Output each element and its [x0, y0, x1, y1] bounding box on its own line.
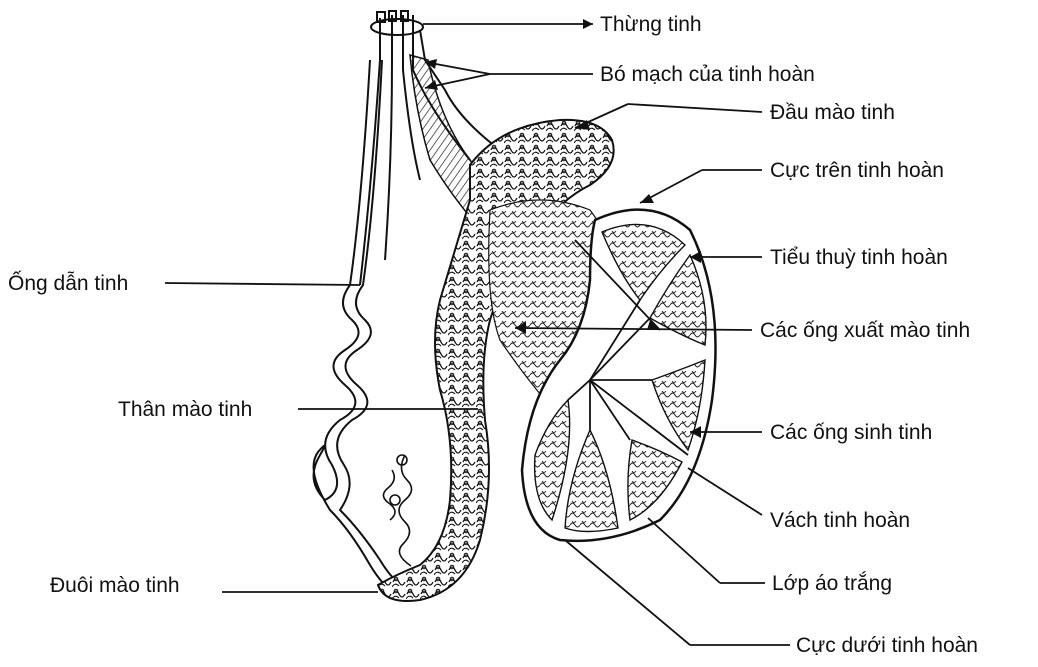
label-vach: Vách tinh hoàn	[770, 510, 910, 531]
label-lop-ao-trang: Lớp áo trắng	[772, 573, 892, 594]
label-ong-dan-tinh: Ống dẫn tinh	[8, 273, 128, 294]
aberrant-ductules	[383, 455, 411, 566]
label-ong-xuat: Các ống xuất mào tinh	[760, 320, 970, 341]
label-thung-tinh: Thừng tinh	[600, 14, 702, 35]
label-dau-mao-tinh: Đầu mào tinh	[770, 102, 895, 123]
label-cuc-duoi: Cực dưới tinh hoàn	[796, 635, 978, 656]
label-tieu-thuy: Tiểu thuỳ tinh hoàn	[770, 247, 948, 268]
label-than-mao-tinh: Thân mào tinh	[118, 399, 252, 420]
label-cuc-tren: Cực trên tinh hoàn	[770, 160, 944, 181]
label-duoi-mao-tinh: Đuôi mào tinh	[50, 575, 180, 596]
label-ong-sinh-tinh: Các ống sinh tinh	[770, 422, 932, 443]
label-bo-mach: Bó mạch của tinh hoàn	[600, 64, 815, 85]
